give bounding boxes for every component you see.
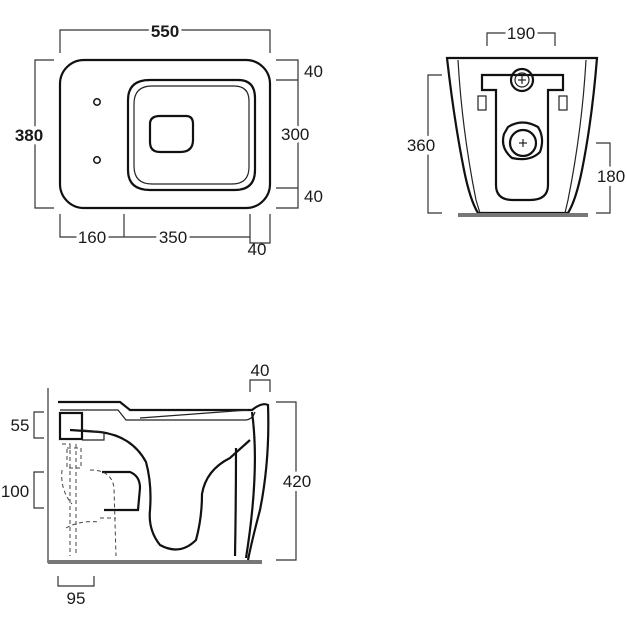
dim-top-width: 190 [507,24,535,43]
top-view-outline [58,58,272,210]
dim-wall-offset: 95 [67,589,86,608]
side-view: 40 55 100 420 95 [1,361,315,608]
side-view-trapway [233,447,238,557]
front-view-inlet [509,67,535,93]
dim-rim-offset: 40 [248,240,267,259]
side-view-bowl [69,428,251,551]
front-view-inner-left [457,59,481,214]
side-view-outlet [102,470,142,512]
dim-outlet-zone: 100 [1,482,29,501]
front-view-tab-left [477,95,487,111]
dim-front-offset: 40 [304,62,323,81]
dim-inlet-height: 55 [11,416,30,435]
side-view-hidden-pipe [61,443,117,557]
side-view-inlet [58,411,84,441]
top-view-seat-inner [133,85,250,185]
top-view-bowl [148,114,195,154]
top-view: 550 380 40 300 40 160 350 40 [11,19,323,259]
front-view-inner-right [564,59,587,214]
side-view-rim-inner [60,409,256,421]
side-view-front-wall [244,411,256,559]
dim-rim-thickness: 40 [251,361,270,380]
dim-overall-width: 550 [151,22,179,41]
front-view-tab-right [558,95,568,111]
dim-bowl-length: 350 [159,228,187,247]
fixing-hole-upper [93,98,101,106]
dim-side-total-height: 420 [283,472,311,491]
front-view: 190 360 180 [403,21,627,217]
fixing-hole-lower [93,156,101,164]
side-view-inlet-pipe [81,429,105,441]
dim-front-total-height: 360 [407,136,435,155]
dim-rear-offset: 40 [304,187,323,206]
side-view-hidden-socket [66,447,82,469]
front-view-outlet [508,128,538,158]
side-view-rim [58,400,270,561]
front-view-outlet-ring [501,121,544,161]
side-view-seat-line [139,409,249,419]
dim-overall-depth: 380 [15,126,43,145]
front-view-channel [480,73,565,202]
dim-bowl-depth: 300 [281,125,309,144]
dim-fixing-offset: 160 [78,228,106,247]
top-view-seat [126,78,257,192]
dim-outlet-height: 180 [597,167,625,186]
front-view-inlet-inner [514,72,530,88]
